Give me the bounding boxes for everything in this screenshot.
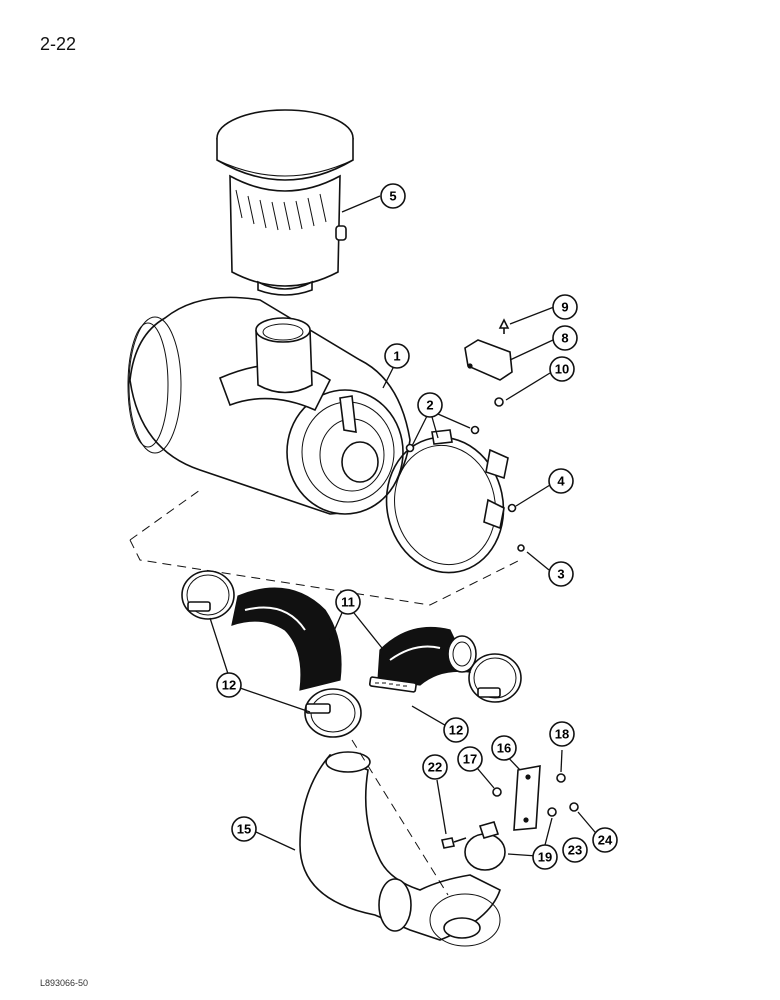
svg-text:18: 18 bbox=[555, 727, 569, 742]
callout-22: 22 bbox=[422, 754, 448, 780]
callout-24: 24 bbox=[592, 827, 618, 853]
callout-11: 11 bbox=[335, 589, 361, 615]
callout-17: 17 bbox=[457, 746, 483, 772]
callout-23: 23 bbox=[562, 837, 588, 863]
band-clamp bbox=[385, 425, 525, 574]
callout-19: 19 bbox=[532, 844, 558, 870]
svg-text:4: 4 bbox=[557, 474, 565, 489]
callout-16: 16 bbox=[491, 735, 517, 761]
svg-text:16: 16 bbox=[497, 741, 511, 756]
callout-10: 10 bbox=[549, 356, 575, 382]
svg-text:3: 3 bbox=[557, 567, 564, 582]
callout-8: 8 bbox=[552, 325, 578, 351]
page-number: 2-22 bbox=[40, 34, 77, 54]
callout-4: 4 bbox=[548, 468, 574, 494]
svg-text:9: 9 bbox=[561, 300, 568, 315]
drawing-code: L893066-50 bbox=[40, 978, 89, 988]
precleaner-cap bbox=[216, 109, 354, 296]
mounting-bracket bbox=[464, 318, 513, 407]
small-hardware bbox=[441, 765, 579, 871]
svg-text:19: 19 bbox=[538, 850, 552, 865]
callout-18: 18 bbox=[549, 721, 575, 747]
callout-5: 5 bbox=[380, 183, 406, 209]
svg-text:17: 17 bbox=[463, 752, 477, 767]
callout-15: 15 bbox=[231, 816, 257, 842]
callout-12-right: 12 bbox=[443, 717, 469, 743]
leader-lines bbox=[209, 195, 601, 857]
svg-text:22: 22 bbox=[428, 760, 442, 775]
svg-text:15: 15 bbox=[237, 822, 251, 837]
callout-2: 2 bbox=[417, 392, 443, 418]
svg-text:12: 12 bbox=[449, 723, 463, 738]
svg-text:12: 12 bbox=[222, 678, 236, 693]
hose-clamps bbox=[181, 570, 522, 738]
svg-text:8: 8 bbox=[561, 331, 568, 346]
svg-text:2: 2 bbox=[426, 398, 433, 413]
svg-text:23: 23 bbox=[568, 843, 582, 858]
callout-9: 9 bbox=[552, 294, 578, 320]
tube-alignment-line bbox=[351, 739, 449, 896]
svg-text:10: 10 bbox=[555, 362, 569, 377]
callout-12-left: 12 bbox=[216, 672, 242, 698]
svg-text:5: 5 bbox=[389, 189, 396, 204]
mounting-outline bbox=[129, 489, 521, 606]
svg-text:24: 24 bbox=[598, 833, 613, 848]
callout-3: 3 bbox=[548, 561, 574, 587]
intake-tube bbox=[299, 751, 501, 947]
svg-text:11: 11 bbox=[341, 595, 355, 610]
rubber-elbows bbox=[231, 587, 477, 691]
svg-text:1: 1 bbox=[393, 349, 400, 364]
callout-1: 1 bbox=[384, 343, 410, 369]
air-cleaner-housing bbox=[127, 296, 411, 515]
